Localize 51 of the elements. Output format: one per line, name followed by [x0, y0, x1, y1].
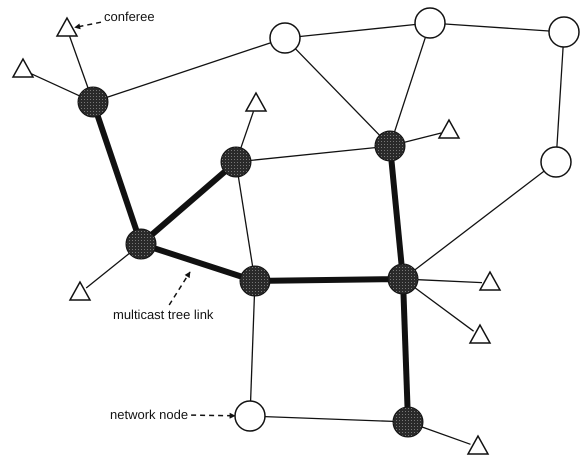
network-link: [414, 287, 474, 332]
conferee-triangle: [68, 280, 92, 301]
network-link: [414, 170, 544, 270]
network-link: [86, 252, 130, 288]
network-link: [422, 426, 471, 445]
leader-line: [168, 272, 191, 306]
network-link: [69, 36, 89, 88]
network-link: [238, 176, 254, 266]
multicast-tree-link: [400, 294, 410, 408]
conferee-triangle: [468, 323, 492, 344]
network-link: [300, 24, 416, 38]
conferee-triangle: [478, 270, 502, 291]
network-link: [394, 37, 426, 132]
multicast-tree-link: [388, 160, 404, 264]
network-link: [295, 48, 380, 136]
network-link: [404, 132, 442, 143]
network-node-circle: [548, 16, 580, 48]
network-link: [240, 111, 254, 148]
network-link: [418, 279, 482, 284]
multicast-node-circle: [126, 228, 156, 260]
leader-line: [191, 412, 236, 419]
leader-line: [74, 21, 102, 30]
callout-label: multicast tree link: [113, 307, 214, 322]
multicast-node-circle: [220, 146, 252, 178]
multicast-node-circle: [392, 406, 424, 438]
network-link: [264, 416, 394, 422]
conferee-triangle: [56, 16, 78, 37]
callout-label: conferee: [104, 9, 155, 24]
network-link: [250, 296, 256, 402]
network-node-circle: [234, 400, 266, 432]
multicast-node-circle: [240, 266, 270, 296]
conferee-triangle: [466, 434, 490, 455]
callout-label: network node: [110, 407, 188, 422]
network-node-circle: [269, 22, 301, 54]
network-link: [30, 72, 80, 96]
multicast-tree-link: [154, 246, 242, 280]
multicast-tree-link: [94, 115, 140, 231]
multicast-node-circle: [388, 264, 418, 294]
network-link: [444, 23, 550, 32]
multicast-tree-link: [270, 276, 388, 284]
multicast-tree-link: [150, 170, 227, 236]
network-node-circle: [414, 7, 446, 39]
network-link: [250, 146, 376, 162]
multicast-node-circle: [374, 130, 406, 162]
network-node-circle: [540, 146, 572, 178]
conferee-triangle: [438, 118, 460, 139]
network-link: [107, 42, 271, 98]
multicast-node-circle: [78, 86, 108, 118]
network-link: [556, 46, 564, 148]
conferee-triangle: [244, 91, 268, 112]
conferee-triangle: [12, 57, 34, 78]
